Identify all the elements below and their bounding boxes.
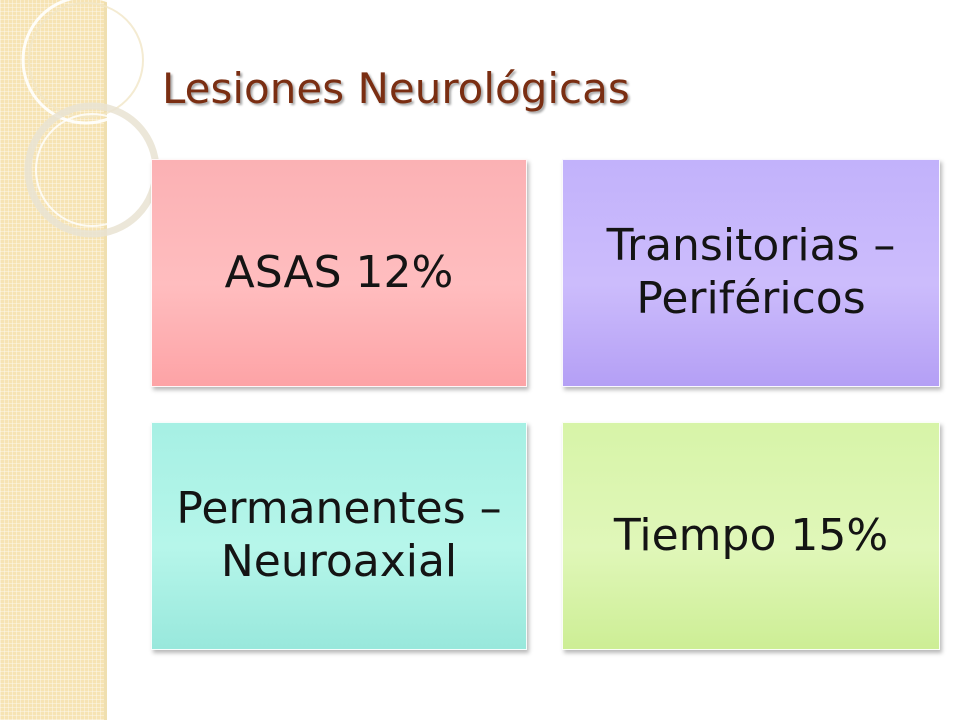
decorative-ring-lower — [24, 102, 160, 238]
box-tiempo: Tiempo 15% — [562, 422, 940, 650]
decorative-ring-upper-inner — [28, 2, 144, 118]
box-permanentes: Permanentes – Neuroaxial — [151, 422, 527, 650]
slide-title: Lesiones Neurológicas — [162, 64, 630, 113]
box-asas: ASAS 12% — [151, 159, 527, 387]
box-tiempo-label: Tiempo 15% — [613, 509, 889, 561]
box-permanentes-label: Permanentes – Neuroaxial — [176, 483, 502, 587]
box-transitorias-label: Transitorias – Periféricos — [606, 220, 896, 324]
box-asas-label: ASAS 12% — [224, 246, 454, 298]
decorative-ring-lower-inner — [35, 113, 149, 227]
decorative-ring-upper — [21, 0, 151, 125]
box-transitorias: Transitorias – Periféricos — [562, 159, 940, 387]
